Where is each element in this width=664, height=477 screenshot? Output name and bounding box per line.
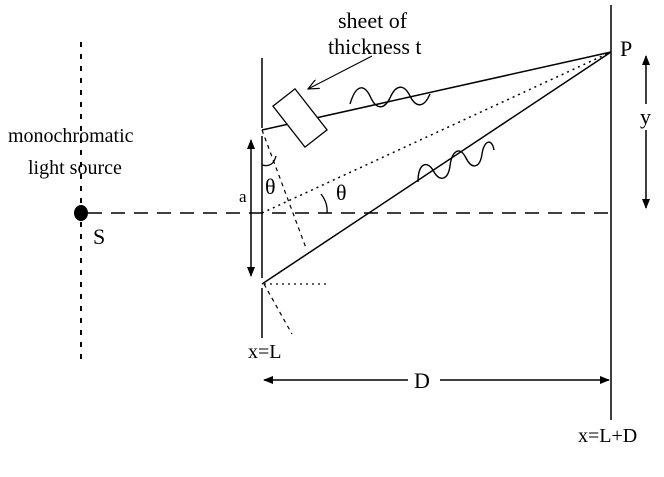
sheet-label-line1: sheet of (338, 8, 408, 33)
source-label-line2: light source (28, 157, 122, 179)
center-ray (261, 51, 612, 214)
source-label-line1: monochromatic (8, 125, 134, 147)
wave-upper (349, 86, 431, 108)
sheet-pointer-arrow (308, 55, 373, 89)
perpendicular-dashed (261, 129, 307, 249)
lower-slit-dashed-diagonal (263, 283, 293, 335)
y-label-gap (638, 104, 654, 130)
thin-sheet (272, 87, 328, 149)
distance-label: D (414, 368, 430, 393)
slit-separation-label: a (239, 187, 247, 206)
slit-position-label: x=L (248, 341, 282, 363)
point-p-label: P (620, 36, 632, 61)
theta-axis-label: θ (336, 180, 347, 205)
theta-arc-axis (320, 193, 328, 214)
wave-lower (417, 141, 495, 183)
y-label: y (640, 104, 651, 129)
screen-position-label: x=L+D (578, 425, 637, 447)
source-label: S (93, 224, 105, 249)
lower-ray (261, 51, 612, 285)
distance-label-gap (408, 368, 440, 392)
source-dot (74, 205, 88, 221)
sheet-label-line2: thickness t (328, 34, 422, 59)
theta-slit-label: θ (265, 174, 276, 199)
theta-arc-slit (261, 155, 277, 167)
upper-ray (261, 51, 612, 131)
